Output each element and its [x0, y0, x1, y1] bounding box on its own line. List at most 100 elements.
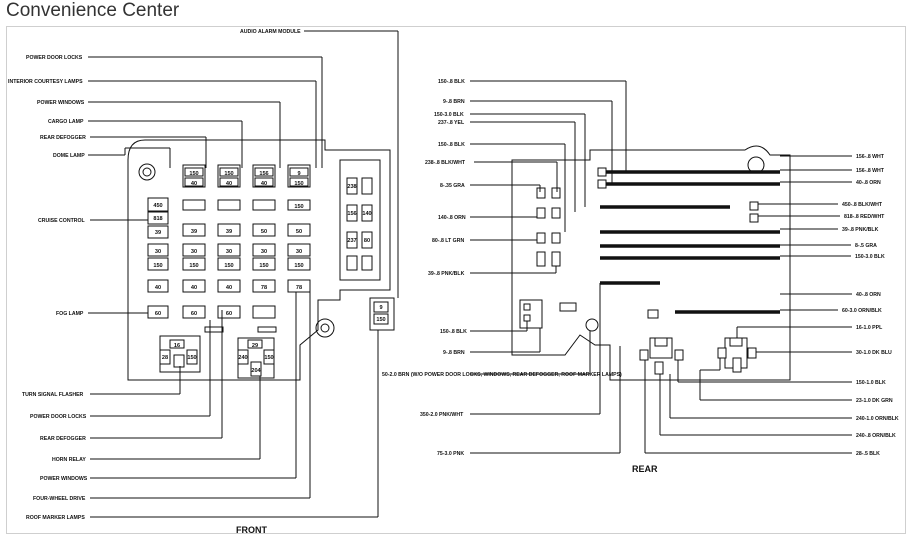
front-top-callouts: AUDIO ALARM MODULE POWER DOOR LOCKS INTE…: [8, 29, 399, 298]
label-rear-r-5: 39-.8 PNK/BLK: [842, 227, 879, 233]
label-power-door-locks-bottom: POWER DOOR LOCKS: [30, 414, 87, 420]
svg-text:30: 30: [296, 249, 302, 255]
svg-text:16: 16: [174, 343, 180, 349]
label-rear-l-8: 80-.8 LT GRN: [432, 238, 464, 244]
svg-text:237: 237: [347, 238, 356, 244]
label-rear-r-4: 818-.8 RED/WHT: [844, 214, 885, 220]
label-rear-l-3: 237-.8 YEL: [438, 120, 465, 126]
label-dome-lamp: DOME LAMP: [53, 153, 85, 159]
front-bottom-callouts: TURN SIGNAL FLASHER POWER DOOR LOCKS REA…: [22, 292, 379, 521]
svg-text:40: 40: [226, 181, 232, 187]
label-rear-r-3: 450-.8 BLK/WHT: [842, 202, 883, 208]
svg-text:150: 150: [294, 181, 303, 187]
label-rear-l-6: 8-.35 GRA: [440, 183, 465, 189]
svg-text:9: 9: [379, 305, 382, 311]
svg-text:40: 40: [155, 285, 161, 291]
svg-text:39: 39: [155, 230, 161, 236]
label-rear-l-5: 238-.8 BLK/WHT: [425, 160, 466, 166]
label-rear-r-12: 150-1.0 BLK: [856, 380, 886, 386]
svg-text:150: 150: [153, 263, 162, 269]
label-roof-marker-lamps: ROOF MARKER LAMPS: [26, 515, 85, 521]
label-rear-r-8: 40-.8 ORN: [856, 292, 881, 298]
front-caption: FRONT: [236, 525, 267, 535]
svg-text:78: 78: [296, 285, 302, 291]
svg-text:29: 29: [252, 343, 258, 349]
label-rear-l-12: 50-2.0 BRN (W/O POWER DOOR LOCKS, WINDOW…: [382, 372, 622, 378]
label-rear-l-1: 9-.8 BRN: [443, 99, 465, 105]
svg-text:150: 150: [294, 263, 303, 269]
svg-text:60: 60: [155, 311, 161, 317]
svg-text:9: 9: [297, 171, 300, 177]
svg-text:39: 39: [191, 229, 197, 235]
rear-panel: 150-.8 BLK 9-.8 BRN 150-3.0 BLK 237-.8 Y…: [382, 79, 899, 474]
label-rear-r-1: 156-.8 WHT: [856, 168, 885, 174]
label-power-door-locks-top: POWER DOOR LOCKS: [26, 55, 83, 61]
label-power-windows-bottom: POWER WINDOWS: [40, 476, 88, 482]
label-rear-r-10: 16-1.0 PPL: [856, 325, 883, 331]
svg-text:28: 28: [162, 355, 168, 361]
svg-text:80: 80: [364, 238, 370, 244]
label-rear-defogger-top: REAR DEFOGGER: [40, 135, 86, 141]
svg-text:40: 40: [191, 285, 197, 291]
svg-text:40: 40: [226, 285, 232, 291]
label-turn-signal-flasher: TURN SIGNAL FLASHER: [22, 392, 84, 398]
svg-text:40: 40: [261, 181, 267, 187]
label-cargo-lamp: CARGO LAMP: [48, 119, 84, 125]
svg-text:150: 150: [224, 263, 233, 269]
label-rear-l-2: 150-3.0 BLK: [434, 112, 464, 118]
rear-right-callouts: 156-.8 WHT 156-.8 WHT 40-.8 ORN 450-.8 B…: [644, 154, 899, 457]
label-rear-l-14: 75-3.0 PNK: [437, 451, 464, 457]
label-interior-courtesy-lamps: INTERIOR COURTESY LAMPS: [8, 79, 83, 85]
front-panel: 150 150 156 9 40 40 40 150 450 818 39 15…: [8, 29, 399, 535]
label-rear-r-14: 240-1.0 ORN/BLK: [856, 416, 899, 422]
svg-text:156: 156: [347, 211, 356, 217]
svg-text:238: 238: [347, 184, 356, 190]
svg-text:40: 40: [191, 181, 197, 187]
svg-text:150: 150: [224, 171, 233, 177]
svg-text:240: 240: [238, 355, 247, 361]
svg-text:50: 50: [296, 229, 302, 235]
svg-text:39: 39: [226, 229, 232, 235]
svg-text:204: 204: [251, 368, 261, 374]
label-rear-r-0: 156-.8 WHT: [856, 154, 885, 160]
label-audio-alarm-module: AUDIO ALARM MODULE: [240, 29, 301, 35]
svg-text:450: 450: [153, 203, 162, 209]
label-rear-l-4: 150-.8 BLK: [438, 142, 465, 148]
front-mid-callouts: CRUISE CONTROL FOG LAMP: [38, 218, 148, 317]
label-rear-l-7: 140-.8 ORN: [438, 215, 466, 221]
svg-text:30: 30: [226, 249, 232, 255]
rear-bus-bars: [600, 170, 780, 314]
label-rear-l-9: 39-.8 PNK/BLK: [428, 271, 465, 277]
svg-text:78: 78: [261, 285, 267, 291]
svg-text:50: 50: [261, 229, 267, 235]
label-rear-defogger-bottom: REAR DEFOGGER: [40, 436, 86, 442]
label-rear-r-16: 28-.5 BLK: [856, 451, 880, 457]
label-rear-l-13: 350-2.0 PNK/WHT: [420, 412, 464, 418]
label-rear-r-11: 30-1.0 DK BLU: [856, 350, 892, 356]
label-rear-r-9: 60-3.0 ORN/BLK: [842, 308, 882, 314]
svg-text:30: 30: [261, 249, 267, 255]
front-fuse-grid: 150 150 156 9 40 40 40 150 450 818 39 15…: [147, 159, 395, 379]
label-rear-r-6: 8-.5 GRA: [855, 243, 877, 249]
label-rear-l-0: 150-.8 BLK: [438, 79, 465, 85]
label-rear-l-11: 9-.8 BRN: [443, 350, 465, 356]
label-rear-r-7: 150-3.0 BLK: [855, 254, 885, 260]
svg-text:150: 150: [264, 355, 273, 361]
svg-text:150: 150: [189, 263, 198, 269]
svg-text:30: 30: [155, 249, 161, 255]
svg-text:150: 150: [376, 317, 385, 323]
svg-text:150: 150: [294, 204, 303, 210]
label-fog-lamp: FOG LAMP: [56, 311, 84, 317]
label-rear-r-15: 240-.8 ORN/BLK: [856, 433, 896, 439]
svg-text:150: 150: [189, 171, 198, 177]
label-power-windows-top: POWER WINDOWS: [37, 100, 85, 106]
svg-text:818: 818: [153, 216, 162, 222]
rear-left-callouts: 150-.8 BLK 9-.8 BRN 150-3.0 BLK 237-.8 Y…: [382, 79, 627, 457]
rear-connector-pins: [519, 167, 759, 375]
rear-caption: REAR: [632, 464, 658, 474]
svg-text:150: 150: [187, 355, 196, 361]
label-cruise-control: CRUISE CONTROL: [38, 218, 86, 224]
svg-text:60: 60: [191, 311, 197, 317]
label-rear-l-10: 150-.8 BLK: [440, 329, 467, 335]
page-title: Convenience Center: [6, 0, 180, 21]
